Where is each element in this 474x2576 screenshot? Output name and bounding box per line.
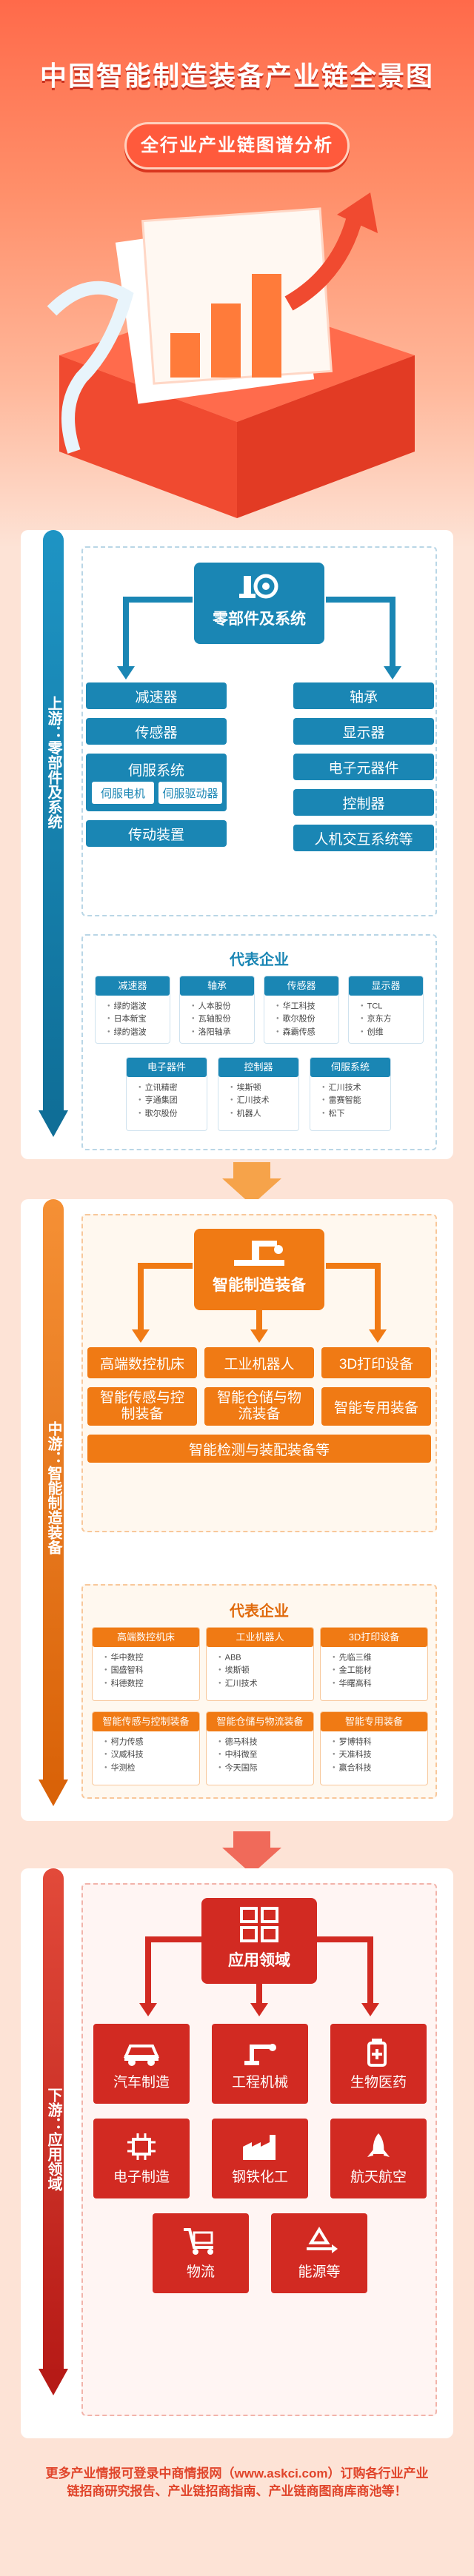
grid-apps-icon [240, 1907, 278, 1942]
equip-3d-printing: 3D打印设备 [321, 1347, 431, 1378]
midstream-rep-card: 工业机器人ABB埃斯顿汇川技术 [206, 1627, 314, 1701]
part-transmission: 传动装置 [86, 820, 227, 847]
medicine-icon [367, 2038, 387, 2067]
app-label: 汽车制造 [113, 2074, 170, 2090]
midstream-to-downstream-arrow [222, 1831, 281, 1874]
upstream-rep-card: 轴承人本股份瓦轴股份洛阳轴承 [179, 976, 255, 1044]
app-steel-chemical: 钢铁化工 [212, 2119, 308, 2198]
rocket-icon [367, 2133, 390, 2157]
app-label: 生物医药 [350, 2074, 407, 2090]
midstream-hub: 智能制造装备 [194, 1229, 324, 1310]
upstream-hub-label: 零部件及系统 [213, 611, 306, 628]
app-aerospace: 航天航空 [330, 2119, 427, 2198]
equip-cnc: 高端数控机床 [87, 1347, 197, 1378]
part-servo-label: 伺服系统 [127, 763, 184, 779]
app-logistics: 物流 [153, 2213, 249, 2293]
robot-arm-icon [234, 1241, 284, 1266]
downstream-stage-bar [43, 1868, 64, 2379]
upstream-rep-title: 代表企业 [230, 952, 289, 968]
equip-warehouse-logistics: 智能仓储与物流装备 [204, 1387, 314, 1426]
part-bearing: 轴承 [293, 682, 434, 709]
upstream-rep-card: 伺服系统汇川技术雷赛智能松下 [310, 1057, 391, 1131]
downstream-connectors [139, 1936, 379, 2016]
part-display: 显示器 [293, 718, 434, 745]
app-construction-machinery: 工程机械 [212, 2024, 308, 2104]
upstream-rep-card: 显示器TCL京东方创维 [348, 976, 424, 1044]
factory-icon [243, 2134, 276, 2160]
upstream-rep-card: 减速器绿的谐波日本新宝绿的谐波 [95, 976, 170, 1044]
gear-icon [239, 574, 278, 599]
midstream-stage-bar [43, 1199, 64, 1791]
equip-sensing-control: 智能传感与控制装备 [87, 1387, 197, 1426]
equip-robot: 工业机器人 [204, 1347, 314, 1378]
car-icon [123, 2044, 160, 2066]
midstream-connectors [132, 1263, 387, 1343]
app-label: 物流 [186, 2264, 215, 2280]
footer-note: 更多产业情报可登录中商情报网（www.askci.com）订购各行业产业链招商研… [45, 2466, 429, 2498]
app-automotive: 汽车制造 [93, 2024, 190, 2104]
part-sensor: 传感器 [86, 718, 227, 745]
upstream-parts-area [81, 546, 437, 916]
upstream-rep-card: 电子器件立讯精密亨通集团歌尔股份 [126, 1057, 207, 1131]
midstream-rep-card: 智能传感与控制装备柯力传感汉威科技华测检 [92, 1711, 200, 1785]
part-hmi: 人机交互系统等 [293, 825, 434, 851]
subtitle-pill: 全行业产业链图谱分析 [124, 122, 350, 170]
part-reducer: 减速器 [86, 682, 227, 709]
upstream-arrow-head [39, 1110, 68, 1137]
upstream-stage-label: 上游：零部件及系统 [45, 696, 61, 829]
part-electronics: 电子元器件 [293, 754, 434, 780]
midstream-hub-label: 智能制造装备 [213, 1277, 306, 1294]
downstream-arrow-head [39, 2369, 68, 2395]
midstream-rep-card: 3D打印设备先临三维金工能材华曙高科 [320, 1627, 428, 1701]
hero-illustration [47, 192, 415, 518]
midstream-rep-card: 智能专用装备罗博特科天准科技赢合科技 [320, 1711, 428, 1785]
app-label: 钢铁化工 [231, 2169, 288, 2185]
robot-arm-icon [244, 2043, 276, 2065]
downstream-hub: 应用领域 [201, 1898, 317, 1984]
midstream-rep-card: 智能仓储与物流装备德马科技中科微至今天国际 [206, 1711, 314, 1785]
midstream-arrow-head [39, 1780, 68, 1806]
servo-motor: 伺服电机 [92, 782, 154, 804]
upstream-connectors [117, 597, 401, 680]
upstream-rep-card: 传感器华工科技歌尔股份森霸传感 [264, 976, 339, 1044]
hero-banner: 中国智能制造装备产业链全景图 全行业产业链图谱分析 [0, 0, 474, 548]
app-label: 航天航空 [350, 2169, 407, 2185]
upstream-hub: 零部件及系统 [194, 563, 324, 644]
app-label: 能源等 [298, 2264, 341, 2280]
midstream-rep-card: 高端数控机床华中数控国盛智科科德数控 [92, 1627, 200, 1701]
app-biomedicine: 生物医药 [330, 2024, 427, 2104]
app-energy: 能源等 [271, 2213, 367, 2293]
equip-inspection: 智能检测与装配装备等 [87, 1435, 431, 1463]
app-electronics: 电子制造 [93, 2119, 190, 2198]
downstream-hub-label: 应用领域 [228, 1952, 290, 1969]
page-title: 中国智能制造装备产业链全景图 [39, 61, 434, 91]
part-controller: 控制器 [293, 789, 434, 816]
upstream-rep-card: 控制器埃斯顿汇川技术机器人 [218, 1057, 299, 1131]
servo-driver: 伺服驱动器 [158, 782, 222, 804]
circuit-icon [127, 2133, 156, 2160]
midstream-rep-title: 代表企业 [230, 1603, 289, 1620]
recycle-icon [307, 2226, 338, 2253]
midstream-stage-label: 中游：智能制造装备 [45, 1421, 61, 1554]
upstream-stage-bar [43, 530, 64, 1122]
upstream-rep-area [81, 934, 437, 1150]
app-label: 电子制造 [113, 2169, 170, 2185]
upstream-to-midstream-arrow [222, 1162, 281, 1205]
downstream-stage-label: 下游：应用领域 [45, 2087, 61, 2191]
cart-icon [184, 2227, 213, 2255]
app-label: 工程机械 [231, 2074, 288, 2090]
equip-special: 智能专用装备 [321, 1387, 431, 1426]
